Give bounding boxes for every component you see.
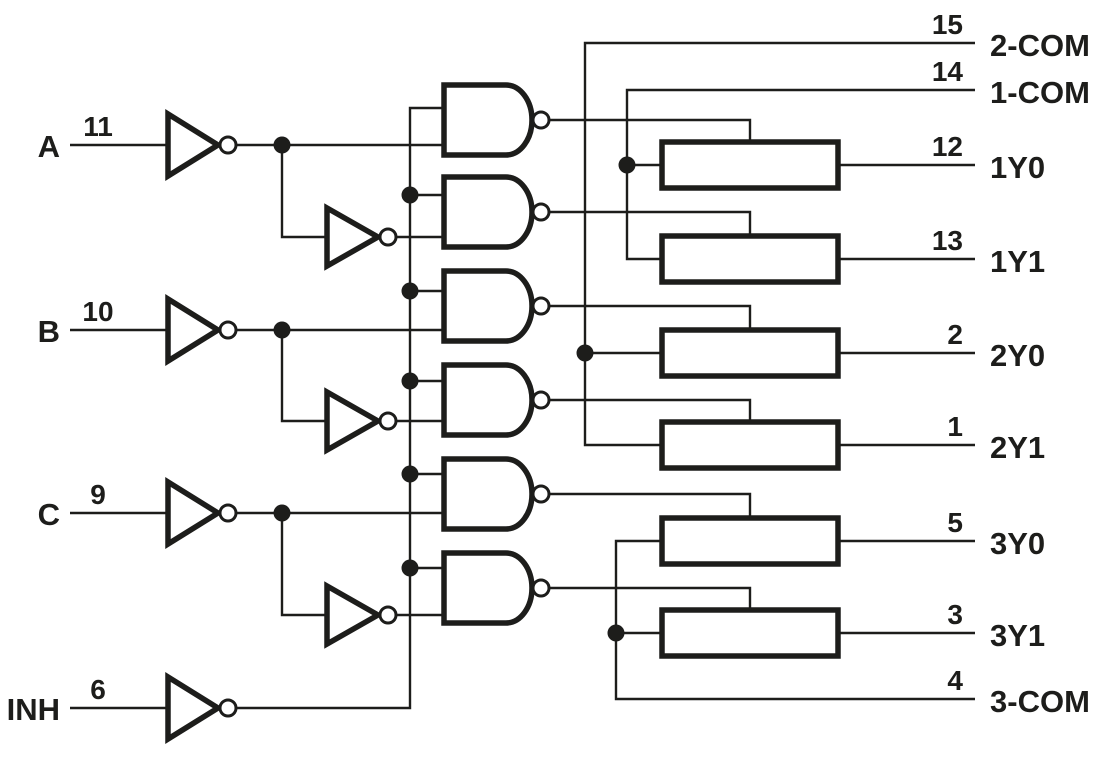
net-2com	[583, 41, 975, 447]
output-label-3y1: 3Y1	[990, 618, 1045, 653]
output-pin-2y1: 1	[947, 411, 963, 442]
nand-gate-4	[441, 362, 551, 438]
nand-bubble-icon	[531, 484, 551, 504]
nand-bubble-icon	[531, 110, 551, 130]
nand-bubble-icon	[531, 202, 551, 222]
inverter-bubble-icon	[218, 320, 238, 340]
junction-dot	[401, 465, 419, 483]
output-pin-3y0: 5	[947, 507, 963, 538]
output-pin-3com: 4	[947, 665, 963, 696]
inverter-b	[165, 294, 238, 366]
junction-dot	[273, 504, 291, 522]
inverter-a	[165, 109, 238, 181]
net-gate2-out	[550, 210, 752, 236]
switch-box-3y0	[659, 515, 841, 567]
switch-box-3y1	[659, 607, 841, 659]
inverter-bubble-icon	[218, 503, 238, 523]
nand-body-icon	[441, 550, 535, 626]
output-label-2y1: 2Y1	[990, 430, 1045, 465]
net-gate6-out	[550, 586, 752, 610]
junction-dot	[618, 156, 636, 174]
inverter-bubble-icon	[218, 135, 238, 155]
inverter-triangle-icon	[324, 203, 384, 271]
inverter-triangle-icon	[324, 387, 384, 455]
inverter-bubble-icon	[378, 411, 398, 431]
output-pin-2y0: 2	[947, 319, 963, 350]
input-pin-a: 11	[83, 111, 113, 142]
nand-body-icon	[441, 362, 535, 438]
switch-boxes	[659, 139, 841, 659]
output-pin-1y1: 13	[932, 225, 963, 256]
output-pin-1com: 14	[932, 56, 964, 87]
inverter-triangle-icon	[165, 109, 224, 181]
input-label-b: B	[38, 314, 60, 349]
junction-dot	[273, 136, 291, 154]
output-labels: 15 2-COM 14 1-COM 12 1Y0 13 1Y1 2 2Y0 1 …	[932, 9, 1090, 719]
output-label-1com: 1-COM	[990, 75, 1090, 110]
output-label-2y0: 2Y0	[990, 338, 1045, 373]
nand-body-icon	[441, 82, 535, 158]
nand-gate-2	[441, 174, 551, 250]
input-label-a: A	[38, 129, 60, 164]
nand-bubble-icon	[531, 578, 551, 598]
switch-box-2y1	[659, 419, 841, 471]
nand-bubble-icon	[531, 390, 551, 410]
net-inhibit-rail	[237, 106, 444, 710]
junction-dot	[401, 282, 419, 300]
inverter-triangle-icon	[324, 581, 384, 649]
inverter-triangle-icon	[165, 477, 224, 549]
nand-body-icon	[441, 174, 535, 250]
input-pin-c: 9	[90, 479, 106, 510]
inverter-inh	[165, 672, 238, 744]
inverter-triangle-icon	[165, 672, 224, 744]
junction-dots	[273, 136, 636, 642]
nand-gate-3	[441, 268, 551, 344]
junction-dot	[401, 186, 419, 204]
input-pin-b: 10	[82, 296, 113, 327]
junction-dot	[607, 624, 625, 642]
output-label-1y1: 1Y1	[990, 244, 1045, 279]
nand-bubble-icon	[531, 296, 551, 316]
switch-box-2y0	[659, 327, 841, 379]
input-label-inh: INH	[7, 692, 60, 727]
nand-gate-6	[441, 550, 551, 626]
nand-gate-5	[441, 456, 551, 532]
inverter-triangle-icon	[165, 294, 224, 366]
output-pin-3y1: 3	[947, 599, 963, 630]
nand-body-icon	[441, 456, 535, 532]
inverter-bubble-icon	[218, 698, 238, 718]
input-pin-inh: 6	[90, 674, 106, 705]
buffer-b	[324, 387, 398, 455]
junction-dot	[576, 344, 594, 362]
input-label-c: C	[38, 497, 60, 532]
output-pin-1y0: 12	[932, 131, 963, 162]
switch-box-1y0	[659, 139, 841, 191]
buffer-a	[324, 203, 398, 271]
output-label-3y0: 3Y0	[990, 526, 1045, 561]
junction-dot	[401, 559, 419, 577]
output-label-2com: 2-COM	[990, 28, 1090, 63]
nand-body-icon	[441, 268, 535, 344]
output-label-1y0: 1Y0	[990, 150, 1045, 185]
input-labels: A 11 B 10 C 9 INH 6	[7, 111, 114, 727]
wires	[70, 41, 975, 710]
inverter-c	[165, 477, 238, 549]
inverter-bubble-icon	[378, 227, 398, 247]
junction-dot	[273, 321, 291, 339]
junction-dot	[401, 372, 419, 390]
output-label-3com: 3-COM	[990, 684, 1090, 719]
inverter-bubble-icon	[378, 605, 398, 625]
buffer-c	[324, 581, 398, 649]
net-gate4-out	[550, 398, 752, 422]
net-gate3-out	[550, 304, 752, 330]
nand-gate-1	[441, 82, 551, 158]
net-gate1-out	[550, 118, 752, 142]
output-pin-2com: 15	[932, 9, 963, 40]
switch-box-1y1	[659, 233, 841, 285]
net-gate5-out	[550, 492, 752, 518]
